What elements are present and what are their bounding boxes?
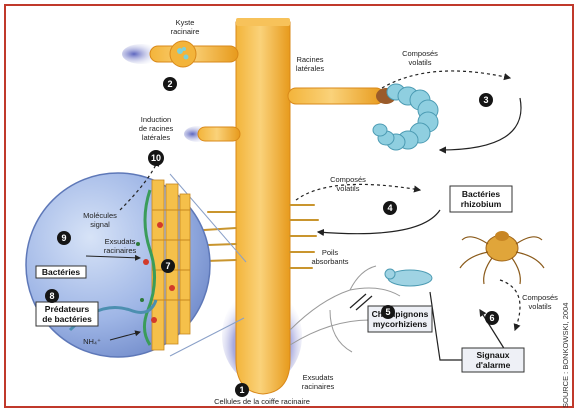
label-exsudats-bottom: Exsudats <box>303 373 334 382</box>
badge-7: 7 <box>161 259 175 273</box>
lateral-root-induction <box>184 126 240 142</box>
badge-4: 4 <box>383 201 397 215</box>
label-composes-right: Composés <box>522 293 558 302</box>
label-induction: Induction <box>141 115 171 124</box>
label-signaux-2: d'alarme <box>476 360 511 370</box>
badge-2: 2 <box>163 77 177 91</box>
badge-1-text: 1 <box>239 385 244 395</box>
label-molecules-2: signal <box>90 220 110 229</box>
label-kyste: Kyste <box>176 18 195 27</box>
mite <box>460 231 544 284</box>
label-exsudats-bottom-2: racinaires <box>302 382 335 391</box>
badge-6-text: 6 <box>489 313 494 323</box>
badge-7-text: 7 <box>165 261 170 271</box>
label-exsudats-circle: Exsudats <box>105 237 136 246</box>
badge-8: 8 <box>45 289 59 303</box>
badge-5: 5 <box>381 305 395 319</box>
label-cellules-coiffe: Cellules de la coiffe racinaire <box>214 397 310 406</box>
label-composes-mid-2: volatils <box>337 184 360 193</box>
label-predateurs-2: de bactéries <box>42 314 92 324</box>
lateral-root-right <box>288 88 396 104</box>
label-bacteries: Bactéries <box>42 267 81 277</box>
label-exsudats-circle-2: racinaires <box>104 246 137 255</box>
badge-6: 6 <box>485 311 499 325</box>
label-racines: Racines <box>296 55 323 64</box>
label-kyste-2: racinaire <box>171 27 200 36</box>
badge-9: 9 <box>57 231 71 245</box>
label-rhizobium-2: rhizobium <box>461 199 502 209</box>
badge-10-text: 10 <box>151 153 161 163</box>
badge-4-text: 4 <box>387 203 392 213</box>
label-predateurs: Prédateurs <box>45 304 90 314</box>
label-champignons-2: mycorhiziens <box>373 319 428 329</box>
label-composes-top: Composés <box>402 49 438 58</box>
label-composes-right-2: volatils <box>529 302 552 311</box>
label-composes-mid: Composés <box>330 175 366 184</box>
collembola <box>385 269 432 286</box>
label-poils-2: absorbants <box>311 257 348 266</box>
badge-9-text: 9 <box>61 233 66 243</box>
label-molecules: Molécules <box>83 211 117 220</box>
badge-5-text: 5 <box>385 307 390 317</box>
label-signaux: Signaux <box>476 350 509 360</box>
badge-2-text: 2 <box>167 79 172 89</box>
label-poils: Poils <box>322 248 339 257</box>
label-champignons: Champignons <box>372 309 429 319</box>
badge-10: 10 <box>148 150 164 166</box>
badge-8-text: 8 <box>49 291 54 301</box>
label-induction-3: latérales <box>142 133 171 142</box>
badge-3-text: 3 <box>483 95 488 105</box>
zoom-circle <box>26 173 246 357</box>
badge-1: 1 <box>235 383 249 397</box>
label-induction-2: de racines <box>139 124 174 133</box>
label-racines-2: latérales <box>296 64 325 73</box>
source-credit: SOURCE : BONKOWSKI, 2004 <box>561 303 570 408</box>
badge-3: 3 <box>479 93 493 107</box>
label-composes-top-2: volatils <box>409 58 432 67</box>
label-nh4: NH₄⁺ <box>83 337 101 346</box>
label-rhizobium: Bactéries <box>462 189 501 199</box>
lateral-root-cyst <box>122 41 238 67</box>
